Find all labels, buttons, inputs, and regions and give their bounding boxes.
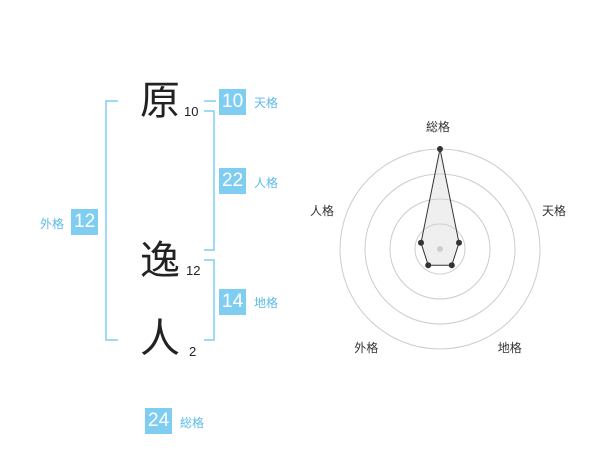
radar-point-2: [456, 239, 462, 246]
gaikaku-label: 外格: [40, 217, 65, 231]
stroke-count-2: 12: [186, 263, 201, 278]
stroke-count-3: 2: [189, 344, 197, 359]
name-char-3: 人: [140, 316, 180, 362]
gaikaku-value-badge: 12: [71, 209, 99, 235]
radar-point-3: [448, 262, 455, 269]
radar-ring-3: [364, 173, 516, 325]
soukaku-label: 総格: [180, 416, 205, 430]
name-char-1: 原: [140, 78, 180, 124]
stroke-count-1: 10: [184, 104, 199, 119]
soukaku-value-badge: 24: [145, 408, 173, 434]
radar-point-5: [418, 239, 424, 246]
chikaku-value-badge: 14: [219, 289, 247, 315]
radar-point-1: [437, 146, 443, 152]
radar-center: [437, 246, 443, 252]
tenkaku-value-badge: 10: [219, 89, 247, 115]
radar-axis-label-2: 天格: [542, 204, 567, 219]
tenkaku-label: 天格: [254, 96, 279, 110]
radar-axis-label-5: 人格: [309, 204, 334, 219]
radar-axis-label-3: 地格: [497, 340, 522, 355]
jinkaku-value-badge: 22: [219, 168, 247, 194]
radar-axis-label-4: 外格: [354, 340, 379, 355]
chikaku-label: 地格: [254, 296, 279, 310]
radar-value-polygon: [420, 148, 460, 266]
jinkaku-bracket: [204, 110, 215, 251]
radar-ring-1: [414, 223, 466, 275]
radar-ring-2: [389, 198, 491, 300]
radar-point-4: [425, 262, 432, 269]
radar-axis-label-1: 総格: [426, 120, 451, 134]
jinkaku-label: 人格: [254, 176, 279, 190]
chikaku-bracket: [204, 259, 215, 341]
gaikaku-bracket: [105, 100, 118, 341]
name-char-2: 逸: [140, 238, 180, 284]
